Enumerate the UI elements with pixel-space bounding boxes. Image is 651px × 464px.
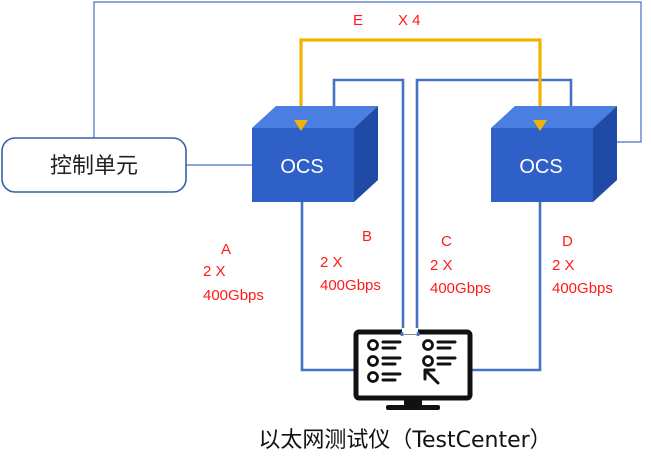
- link-b-label: B 2 X 400Gbps: [320, 228, 381, 294]
- link-c-count: 2 X: [430, 257, 453, 274]
- link-d-label: D 2 X 400Gbps: [552, 233, 613, 297]
- link-e-label: E X 4: [353, 12, 421, 29]
- control-unit-label: 控制单元: [50, 154, 138, 179]
- tester-caption: 以太网测试仪（TestCenter）: [258, 428, 551, 453]
- link-d-letter: D: [562, 233, 573, 250]
- link-c-label: C 2 X 400Gbps: [430, 233, 491, 297]
- ocs-right-label: OCS: [519, 156, 562, 178]
- test-wires: [300, 78, 573, 372]
- link-e-letter: E: [353, 12, 363, 29]
- link-a-letter: A: [221, 241, 231, 258]
- link-a-speed: 400Gbps: [203, 287, 264, 304]
- link-d-wire: [472, 202, 542, 372]
- test-center-monitor-icon[interactable]: [353, 328, 473, 410]
- link-d-count: 2 X: [552, 257, 575, 274]
- link-b-letter: B: [362, 228, 372, 245]
- link-e-count: X 4: [398, 12, 421, 29]
- link-b-count: 2 X: [320, 254, 343, 271]
- link-b-wire: [332, 78, 405, 332]
- link-b-speed: 400Gbps: [320, 277, 381, 294]
- ocs-left-cube[interactable]: OCS: [252, 106, 378, 202]
- ocs-left-label: OCS: [280, 156, 323, 178]
- link-c-letter: C: [441, 233, 452, 250]
- control-wires: [93, 1, 642, 166]
- ocs-right-cube[interactable]: OCS: [491, 106, 617, 202]
- link-a-wire: [300, 202, 357, 372]
- link-a-label: A 2 X 400Gbps: [203, 241, 264, 304]
- link-c-wire: [415, 78, 573, 332]
- link-d-speed: 400Gbps: [552, 280, 613, 297]
- link-a-count: 2 X: [203, 263, 226, 280]
- link-e-optical: [293, 38, 548, 136]
- arrow-down-icon: [533, 120, 547, 131]
- control-unit-box[interactable]: 控制单元: [1, 137, 187, 193]
- arrow-down-icon: [294, 120, 308, 131]
- link-c-speed: 400Gbps: [430, 280, 491, 297]
